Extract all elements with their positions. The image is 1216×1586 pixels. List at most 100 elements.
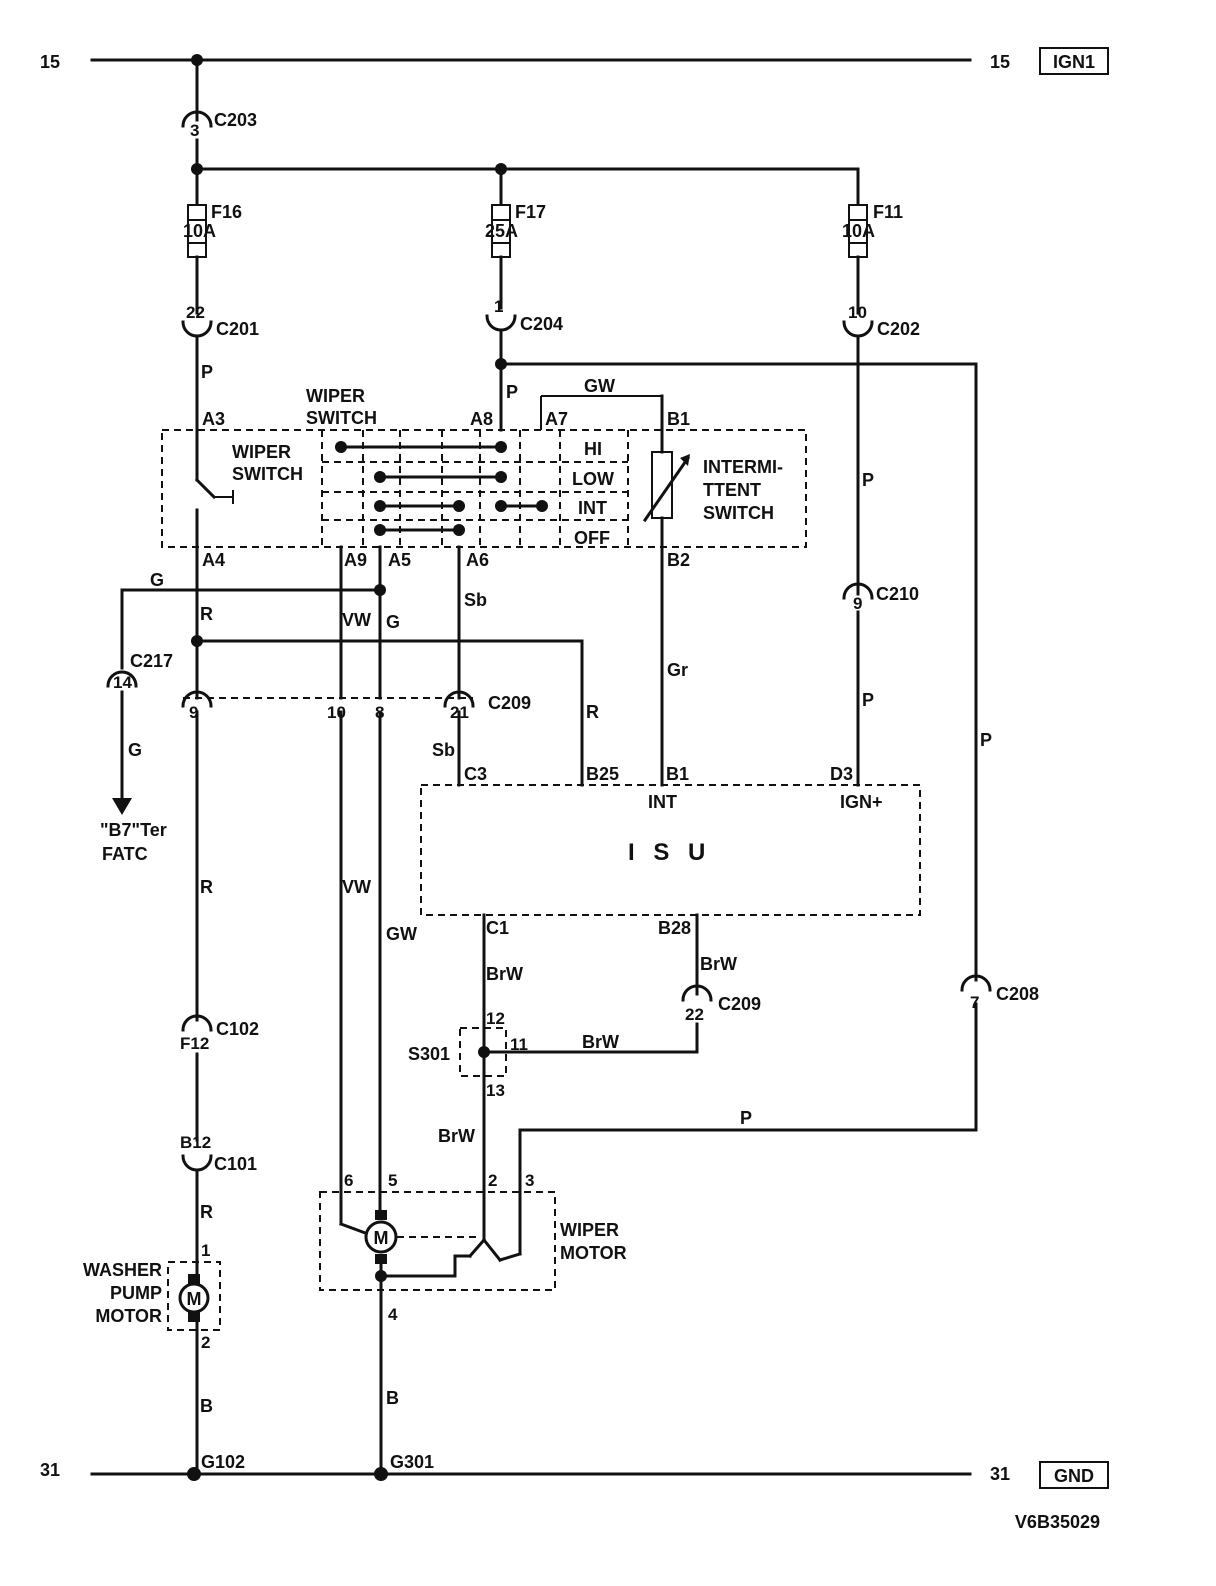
pos-off: OFF [574,528,610,548]
motor-pin-5: 5 [388,1171,397,1190]
c209-pin-9: 9 [189,703,198,722]
ground-g102: G102 [201,1452,245,1472]
washer-pump-label-3: MOTOR [95,1306,162,1326]
isu-pin-b1: B1 [666,764,689,784]
wire-sb-1: Sb [464,590,487,610]
motor-pin-6: 6 [344,1171,353,1190]
c203-label: C203 [214,110,257,130]
c204-label: C204 [520,314,563,334]
wiper-switch-heading-1: WIPER [306,386,365,406]
ign-feed: 3 C203 [181,54,860,175]
pin-a5: A5 [388,550,411,570]
pos-hi: HI [584,439,602,459]
wire-g-left: G [150,570,164,590]
wire-vw-1: VW [342,610,371,630]
c208-label: C208 [996,984,1039,1004]
intermittent-switch-label-1: INTERMI- [703,457,783,477]
wire-g-down: G [128,740,142,760]
switch-outputs: R R G G VW Sb C217 14 G "B7"Ter FATC 9 1… [100,545,599,864]
pin-a7: A7 [545,409,568,429]
fatc-label-1: "B7"Ter [100,820,167,840]
pump-pin-2: 2 [201,1333,210,1352]
washer-pump-label-1: WASHER [83,1260,162,1280]
pos-low: LOW [572,469,614,489]
isu-title: I S U [628,839,711,866]
pin-a9: A9 [344,550,367,570]
pin-b2-switch: B2 [667,550,690,570]
wiper-switch-heading-2: SWITCH [306,408,377,428]
pin-a3: A3 [202,409,225,429]
wiper-motor-label-1: WIPER [560,1220,619,1240]
motor-pin-3: 3 [525,1171,534,1190]
wire-p-6: P [980,730,992,750]
wire-r-4: R [200,1202,213,1222]
wire-p-5: P [740,1108,752,1128]
rail-label-top-right: 15 [990,52,1010,72]
f16-label: F16 [211,202,242,222]
wire-brw-4: BrW [438,1126,475,1146]
f17-branch: F17 25A 1 C204 P P [485,167,992,982]
wire-p-3: P [862,470,874,490]
f17-label: F17 [515,202,546,222]
motor-pin-4: 4 [388,1305,398,1324]
pump-m: M [187,1289,202,1309]
wire-gr: Gr [667,660,688,680]
f17-rating: 25A [485,221,518,241]
wire-p-4: P [862,690,874,710]
wire-r-2: R [586,702,599,722]
rail-label-bottom-left: 31 [40,1460,60,1480]
motor-m: M [374,1228,389,1248]
c217-pin: 14 [113,673,132,692]
wiper-switch-inner-2: SWITCH [232,464,303,484]
isu-pin-b25: B25 [586,764,619,784]
isu-pin-d3: D3 [830,764,853,784]
c202-pin: 10 [848,303,867,322]
figure-id: V6B35029 [1015,1512,1100,1532]
wire-r-3: R [200,877,213,897]
wire-b-1: B [200,1396,213,1416]
rail-label-bottom-right: 31 [990,1464,1010,1484]
wire-sb-2: Sb [432,740,455,760]
wiper-motor-label-2: MOTOR [560,1243,627,1263]
isu-pin-c1: C1 [486,918,509,938]
c217-label: C217 [130,651,173,671]
isu-int-label: INT [648,792,677,812]
wire-brw-3: BrW [582,1032,619,1052]
isu-ign-label: IGN+ [840,792,883,812]
c102-label: C102 [216,1019,259,1039]
c102-pin: F12 [180,1034,209,1053]
wiper-switch-inner-1: WIPER [232,442,291,462]
wiper-switch-assembly: WIPER SWITCH WIPER SWITCH A3 A8 A7 B1 A4… [161,376,807,787]
wire-brw-2: BrW [700,954,737,974]
motor-pin-2: 2 [488,1171,497,1190]
intermittent-switch-label-2: TTENT [703,480,761,500]
wire-g-a5: G [386,612,400,632]
ign1-rail: 15 15 IGN1 [40,47,1109,75]
pin-b1-switch: B1 [667,409,690,429]
c201-pin: 22 [186,303,205,322]
c210-label: C210 [876,584,919,604]
isu-pin-c3: C3 [464,764,487,784]
ground-g301: G301 [390,1452,434,1472]
f11-rating: 10A [842,221,875,241]
s301-pin-13: 13 [486,1081,505,1100]
isu-module: I S U C3 B25 B1 D3 INT IGN+ C1 B28 Sb [420,710,921,938]
c209-right-pin: 22 [685,1005,704,1024]
ign1-tag: IGN1 [1053,52,1095,72]
s301-pin-12: 12 [486,1009,505,1028]
s301-label: S301 [408,1044,450,1064]
ground-rail: 31 31 GND [40,1460,1109,1489]
isu-pin-b28: B28 [658,918,691,938]
wire-p-1: P [201,362,213,382]
c203-pin: 3 [190,121,199,140]
pin-a6: A6 [466,550,489,570]
c201-label: C201 [216,319,259,339]
wire-gw-low: GW [386,924,417,944]
f11-branch: F11 10A 10 C202 P 9 C210 P [842,167,920,787]
f11-label: F11 [873,202,903,222]
c101-pin: B12 [180,1133,211,1152]
f16-branch: F16 10A 22 C201 P [181,167,259,482]
washer-pump-label-2: PUMP [110,1283,162,1303]
pos-int: INT [578,498,607,518]
wire-brw-1: BrW [486,964,523,984]
